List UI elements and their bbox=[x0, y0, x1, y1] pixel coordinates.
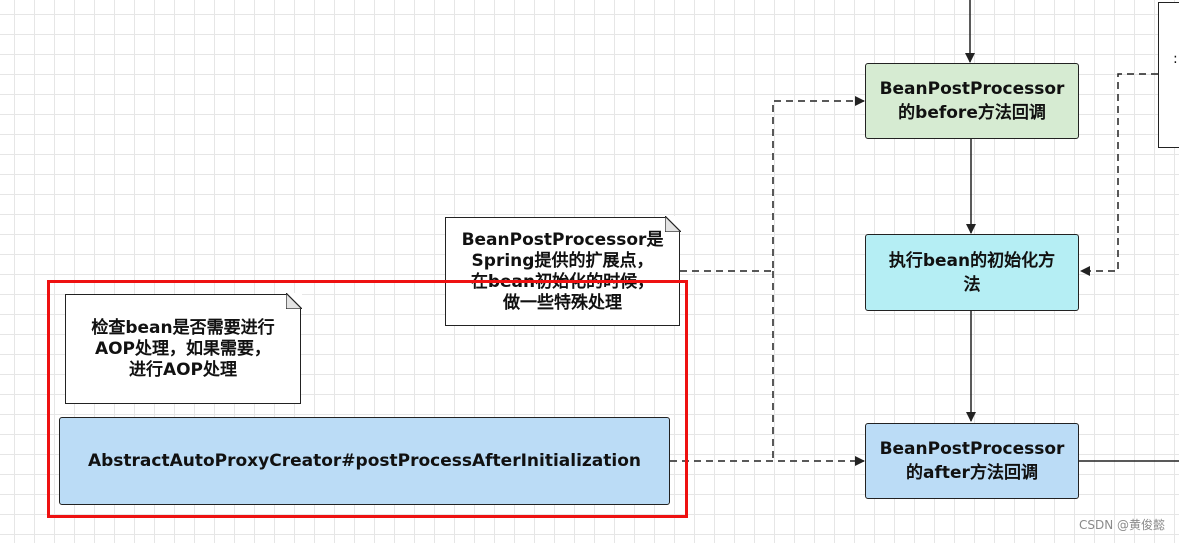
aop-check-text: 检查bean是否需要进行 AOP处理，如果需要， 进行AOP处理 bbox=[91, 317, 275, 380]
init-method-box[interactable]: 执行bean的初始化方 法 bbox=[865, 234, 1079, 311]
partial-right-box: : bbox=[1158, 2, 1179, 148]
dashed-right-to-init bbox=[1080, 73, 1158, 276]
before-callback-label: BeanPostProcessor 的before方法回调 bbox=[879, 79, 1065, 123]
init-method-label: 执行bean的初始化方 法 bbox=[888, 250, 1056, 295]
aop-highlight-frame bbox=[47, 280, 688, 518]
partial-right-glyph: : bbox=[1173, 51, 1178, 67]
before-callback-box[interactable]: BeanPostProcessor 的before方法回调 bbox=[865, 63, 1079, 139]
watermark: CSDN @黄俊懿 bbox=[1078, 518, 1165, 532]
note-fold-icon bbox=[665, 216, 681, 232]
aop-creator-label: AbstractAutoProxyCreator#postProcessAfte… bbox=[87, 451, 642, 471]
aop-creator-box[interactable]: AbstractAutoProxyCreator#postProcessAfte… bbox=[59, 417, 670, 505]
after-callback-box[interactable]: BeanPostProcessor 的after方法回调 bbox=[865, 423, 1079, 499]
after-callback-label: BeanPostProcessor 的after方法回调 bbox=[879, 439, 1065, 483]
note-fold-icon bbox=[286, 293, 302, 309]
aop-check-note[interactable]: 检查bean是否需要进行 AOP处理，如果需要， 进行AOP处理 bbox=[65, 293, 302, 404]
dashed-note-to-before bbox=[680, 96, 865, 272]
